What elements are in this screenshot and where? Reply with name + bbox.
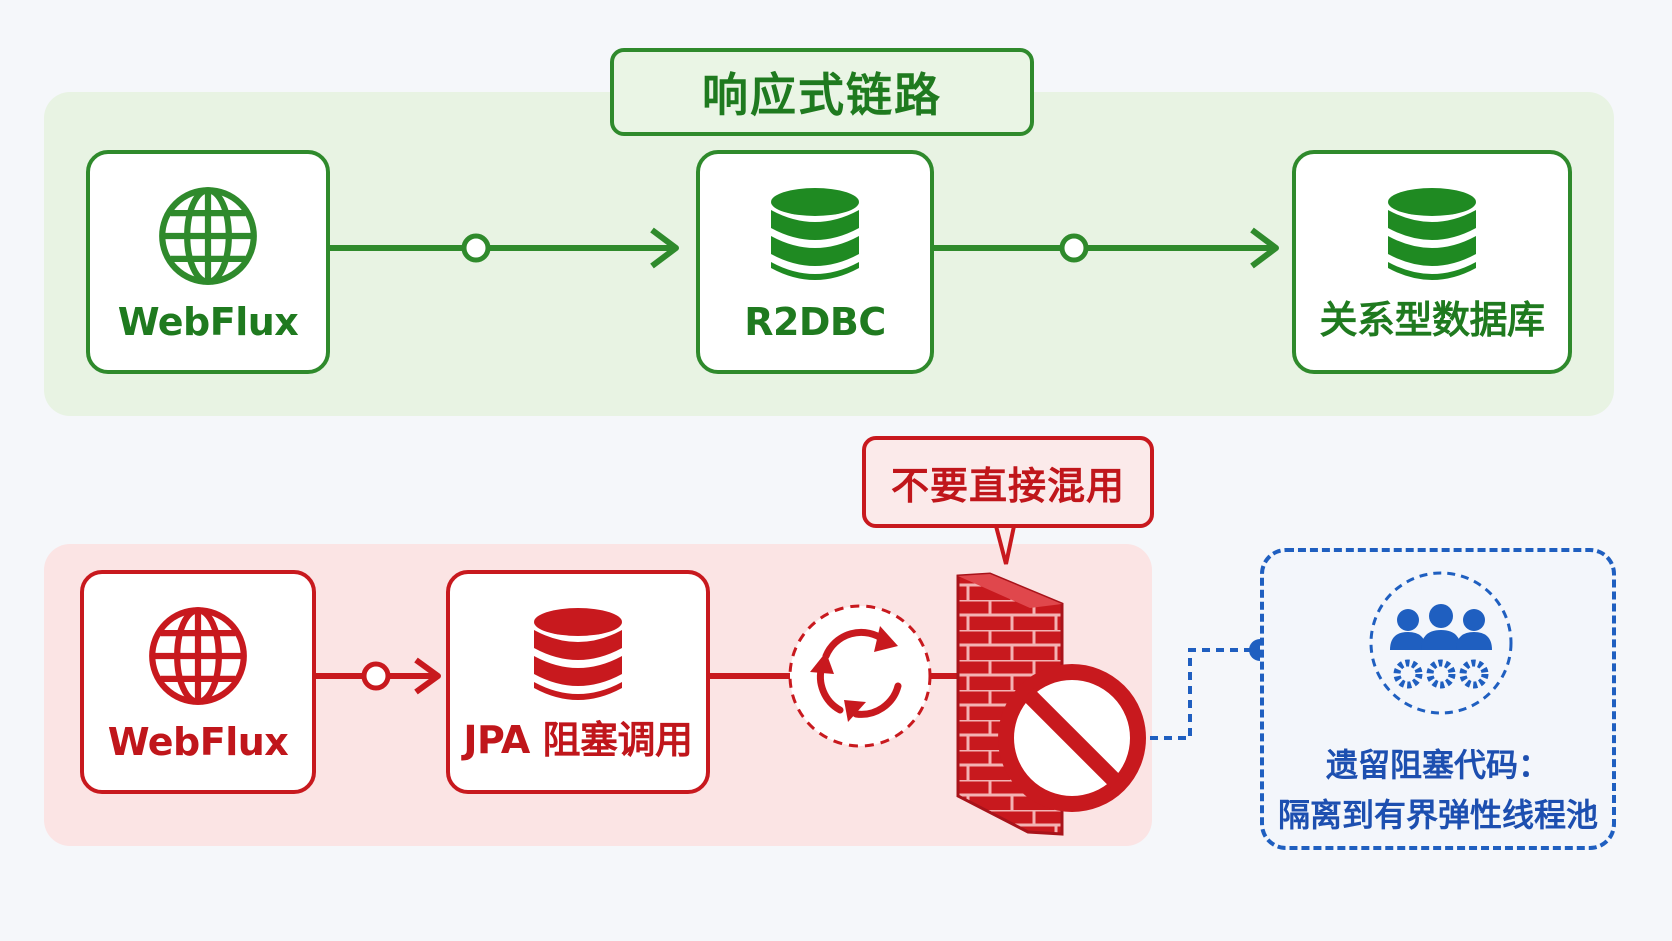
node-jpa-blocking-call: JPA 阻塞调用: [446, 570, 710, 794]
warning-text: 不要直接混用: [890, 463, 1125, 508]
globe-icon: [159, 187, 257, 285]
refresh-cycle-icon: [788, 604, 932, 748]
team-gears-icon: [1369, 571, 1513, 715]
warning-pointer: [993, 524, 1017, 565]
database-icon: [771, 188, 859, 280]
globe-icon: [149, 607, 247, 705]
warning-callout: 不要直接混用: [862, 436, 1154, 528]
legacy-text-line-2: 隔离到有界弹性线程池: [1277, 796, 1598, 834]
node-relational-database: 关系型数据库: [1292, 150, 1572, 374]
node-r2dbc: R2DBC: [696, 150, 934, 374]
node-jpa-label: JPA 阻塞调用: [463, 718, 693, 762]
reactive-chain-title-text: 响应式链路: [702, 68, 942, 122]
node-r2dbc-label: R2DBC: [744, 300, 886, 344]
database-icon: [534, 608, 622, 700]
no-entry-icon: [998, 664, 1146, 812]
node-webflux-reactive: WebFlux: [86, 150, 330, 374]
node-webflux-blocking: WebFlux: [80, 570, 316, 794]
legacy-text-line-1: 遗留阻塞代码：: [1325, 746, 1550, 784]
reactive-chain-title: 响应式链路: [610, 48, 1034, 136]
arrow-r2dbc-to-database: [934, 227, 1279, 269]
database-icon: [1388, 188, 1476, 280]
arrow-webflux-to-jpa: [316, 657, 441, 695]
legacy-isolation-box: 遗留阻塞代码： 隔离到有界弹性线程池: [1260, 548, 1616, 850]
node-webflux-blocking-label: WebFlux: [107, 720, 289, 764]
node-webflux-label: WebFlux: [117, 300, 299, 344]
arrow-webflux-to-r2dbc: [330, 227, 679, 269]
node-database-label: 关系型数据库: [1319, 298, 1545, 342]
isolation-link: [1150, 639, 1271, 740]
